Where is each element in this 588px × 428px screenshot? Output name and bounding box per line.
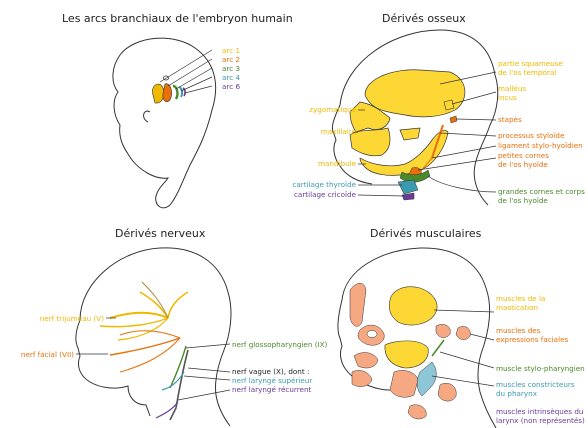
arc4-shape xyxy=(179,87,182,97)
label-styloide: processus styloïde xyxy=(498,131,565,140)
label-petites-1: petites cornes xyxy=(498,151,549,160)
label-stylo: muscle stylo-pharyngien xyxy=(496,364,585,373)
label-mast-1: muscles de la xyxy=(496,294,545,303)
label-cartilage-cricoide: cartilage cricoïde xyxy=(294,190,357,199)
trigeminal-nerve xyxy=(110,313,168,318)
bones-illustration xyxy=(332,30,497,205)
label-cartilage-thyroide: cartilage thyroïde xyxy=(292,180,356,189)
malleus-incus xyxy=(444,100,454,110)
label-intr-2: larynx (non représentés) xyxy=(496,416,585,425)
arc-label-3: arc 3 xyxy=(222,64,240,73)
nerves-illustration xyxy=(76,248,231,426)
label-expr-1: muscles des xyxy=(496,326,541,335)
label-constr-2: du pharynx xyxy=(496,389,538,398)
label-constr-1: muscles constricteurs xyxy=(496,380,575,389)
label-maxillaire: maxillaire xyxy=(321,127,357,136)
label-intr-1: muscles intrinsèques du xyxy=(496,407,583,416)
label-mast-2: mastication xyxy=(496,303,538,312)
label-petites-2: de l'os hyoïde xyxy=(498,160,548,169)
arc-label-1: arc 1 xyxy=(222,46,240,55)
label-trijumeau: nerf trijumeau (V) xyxy=(40,314,104,323)
label-zygomatique: zygomatique xyxy=(309,105,356,114)
embryo-illustration xyxy=(113,38,216,208)
label-laryng-rec: nerf laryngé récurrent xyxy=(232,385,312,394)
label-vague: nerf vague (X), dont : xyxy=(232,367,309,376)
facial-nerve xyxy=(110,338,180,355)
pharyngeal-constrictors xyxy=(417,362,436,396)
label-incus: incus xyxy=(498,93,517,102)
arc3-shape xyxy=(173,86,177,99)
label-stapes: stapès xyxy=(498,115,522,124)
masseter-muscle xyxy=(385,341,428,368)
temporalis-muscle xyxy=(389,287,437,325)
label-malleus: malléus xyxy=(498,84,526,93)
label-facial: nerf facial (VII) xyxy=(21,350,74,359)
label-squameuse-2: de l'os temporal xyxy=(498,68,556,77)
label-grandes-1: grandes cornes et corps xyxy=(498,187,585,196)
temporal-bone xyxy=(365,70,465,117)
label-expr-2: expressions faciales xyxy=(496,335,569,344)
label-glosso: nerf glossopharyngien (IX) xyxy=(232,340,328,349)
label-laryng-sup: nerf laryngé supérieur xyxy=(232,376,312,385)
label-mandibule: mandibule xyxy=(318,159,357,168)
muscles-illustration xyxy=(338,248,496,428)
label-ligament: ligament stylo-hyoïdien xyxy=(498,141,583,150)
stylopharyngeus-muscle xyxy=(432,340,444,356)
arc-label-4: arc 4 xyxy=(222,73,240,82)
title-nerves: Dérivés nerveux xyxy=(115,227,206,240)
arc1-shape xyxy=(152,84,164,103)
title-muscles: Dérivés musculaires xyxy=(370,227,482,240)
arc-label-6: arc 6 xyxy=(222,82,240,91)
label-squameuse-1: partie squameuse xyxy=(498,59,563,68)
arc-label-2: arc 2 xyxy=(222,55,240,64)
arc2-shape xyxy=(163,84,172,102)
title-embryo: Les arcs branchiaux de l'embryon humain xyxy=(62,12,293,25)
frontalis-muscle xyxy=(350,283,366,326)
thyroid-cartilage xyxy=(398,180,418,194)
title-bones: Dérivés osseux xyxy=(382,12,466,25)
label-grandes-2: de l'os hyoïde xyxy=(498,196,548,205)
stapes xyxy=(450,116,457,123)
